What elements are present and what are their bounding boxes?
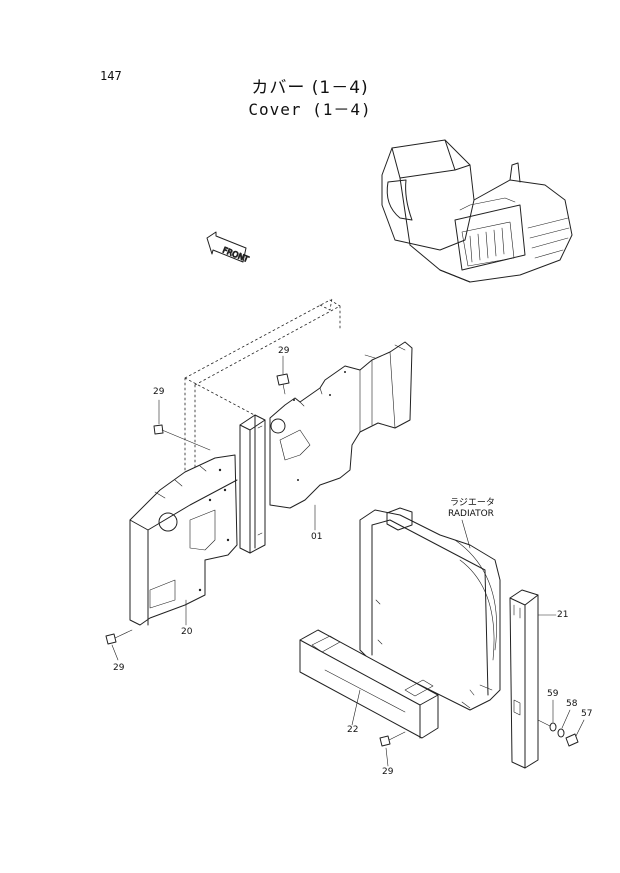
page-number: 147 (100, 69, 122, 83)
excavator-overview-icon (381, 139, 573, 283)
bolt-29-left (153, 424, 211, 451)
cover-part-22 (299, 629, 439, 739)
leader-lines (111, 355, 585, 767)
cover-part-01 (269, 341, 413, 509)
callout-20: 20 (181, 627, 193, 637)
cover-part-20 (129, 454, 238, 626)
bolt-29-bottom (379, 731, 406, 747)
radiator-label-japanese: ラジエータ (450, 498, 495, 508)
bolt-29-upper (276, 373, 290, 395)
callout-58: 58 (566, 699, 578, 709)
cover-part-21 (509, 589, 539, 769)
callout-22: 22 (347, 725, 359, 735)
callout-59: 59 (547, 689, 559, 699)
callout-21: 21 (557, 610, 569, 620)
callout-29-upper: 29 (278, 346, 290, 356)
callout-29-left: 29 (153, 387, 165, 397)
title-japanese: カバー (1－4) (251, 78, 369, 98)
vertical-bracket (239, 414, 266, 554)
title-english: Cover (1－4) (248, 100, 372, 119)
callout-57: 57 (581, 709, 593, 719)
bolt-29-bottom-left (105, 629, 133, 645)
radiator-label-english: RADIATOR (448, 509, 494, 519)
callout-01: 01 (311, 532, 323, 542)
callout-29-bottom-left: 29 (113, 663, 125, 673)
callout-29-bottom: 29 (382, 767, 394, 777)
front-direction-arrow-icon: FRONT (206, 231, 251, 265)
washer-and-bolt-57-58-59 (537, 719, 579, 747)
